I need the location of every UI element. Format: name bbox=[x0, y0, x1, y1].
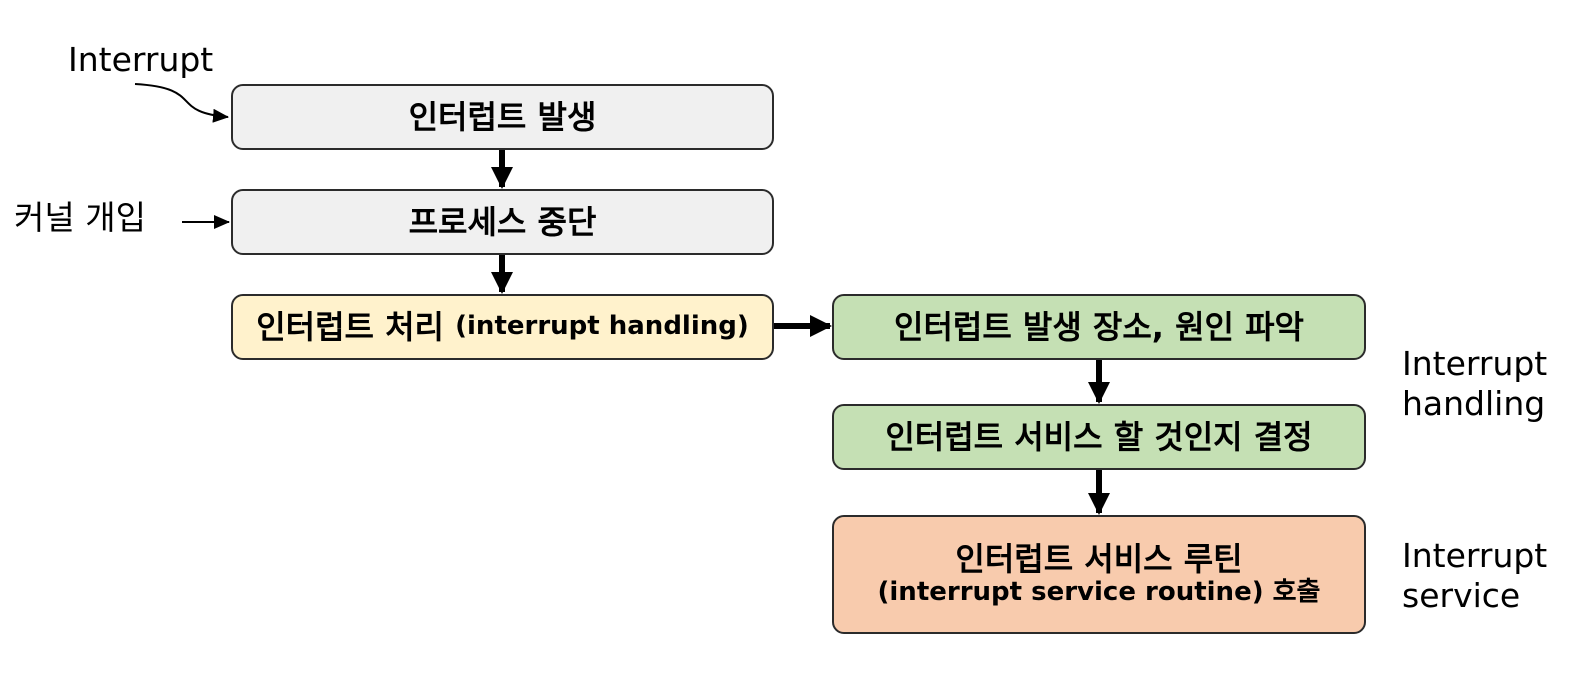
interrupt-service-label-line2: service bbox=[1402, 575, 1521, 615]
locate-cause-box: 인터럽트 발생 장소, 원인 파악 bbox=[832, 294, 1366, 360]
interrupt-occur-text: 인터럽트 발생 bbox=[408, 97, 597, 136]
process-stop-text: 프로세스 중단 bbox=[408, 202, 597, 241]
interrupt-handling-label-line1: Interrupt bbox=[1402, 344, 1548, 383]
interrupt-input-label: Interrupt bbox=[68, 40, 214, 79]
isr-call-line2: (interrupt service routine) 호출 bbox=[877, 576, 1321, 607]
isr-call-line1: 인터럽트 서비스 루틴 bbox=[955, 540, 1243, 579]
interrupt-handling-label-line2: handling bbox=[1402, 383, 1546, 423]
decide-service-box: 인터럽트 서비스 할 것인지 결정 bbox=[832, 404, 1366, 470]
interrupt-handling-box: 인터럽트 처리 (interrupt handling) bbox=[231, 294, 774, 360]
interrupt-handling-label: Interrupt handling bbox=[1402, 344, 1547, 423]
interrupt-handling-text-en: (interrupt handling) bbox=[455, 311, 749, 342]
kernel-intervention-label: 커널 개입 bbox=[14, 198, 146, 237]
process-stop-box: 프로세스 중단 bbox=[231, 189, 774, 255]
interrupt-handling-text-ko: 인터럽트 처리 bbox=[256, 307, 444, 346]
interrupt-occur-box: 인터럽트 발생 bbox=[231, 84, 774, 150]
locate-cause-text: 인터럽트 발생 장소, 원인 파악 bbox=[894, 307, 1304, 346]
decide-service-text: 인터럽트 서비스 할 것인지 결정 bbox=[885, 417, 1313, 456]
interrupt-input-arrow bbox=[134, 83, 229, 123]
interrupt-service-label-line1: Interrupt bbox=[1402, 536, 1548, 575]
isr-call-box: 인터럽트 서비스 루틴 (interrupt service routine) … bbox=[832, 515, 1366, 634]
interrupt-service-label: Interrupt service bbox=[1402, 536, 1547, 615]
